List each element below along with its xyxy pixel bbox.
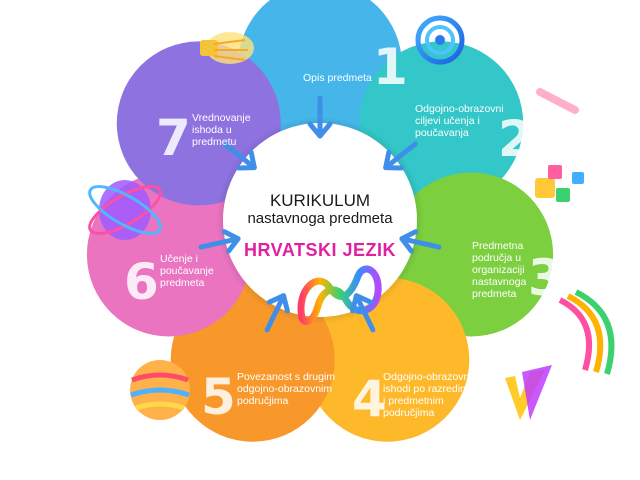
arrow-icon-6 (198, 229, 241, 254)
arrow-icon-2 (383, 141, 418, 171)
orbit-decoration (88, 180, 162, 240)
squares-decoration (535, 165, 584, 202)
arrow-icon-5 (264, 293, 290, 333)
stripes-decoration (536, 88, 579, 114)
arrows-layer (198, 95, 442, 333)
arrow-icon-3 (399, 229, 442, 254)
v-shape-decoration (505, 365, 552, 420)
spiral-decoration (415, 15, 465, 65)
lightbulb-decoration (200, 32, 254, 64)
arrow-icon-7 (222, 141, 257, 171)
arrow-icon-1 (307, 95, 333, 139)
rainbow-decoration (558, 289, 615, 375)
sphere-decoration (130, 360, 190, 420)
logo-ribbon (297, 265, 382, 325)
center-circle (216, 116, 424, 325)
arrow-icon-4 (350, 293, 376, 333)
decorations (88, 15, 615, 420)
